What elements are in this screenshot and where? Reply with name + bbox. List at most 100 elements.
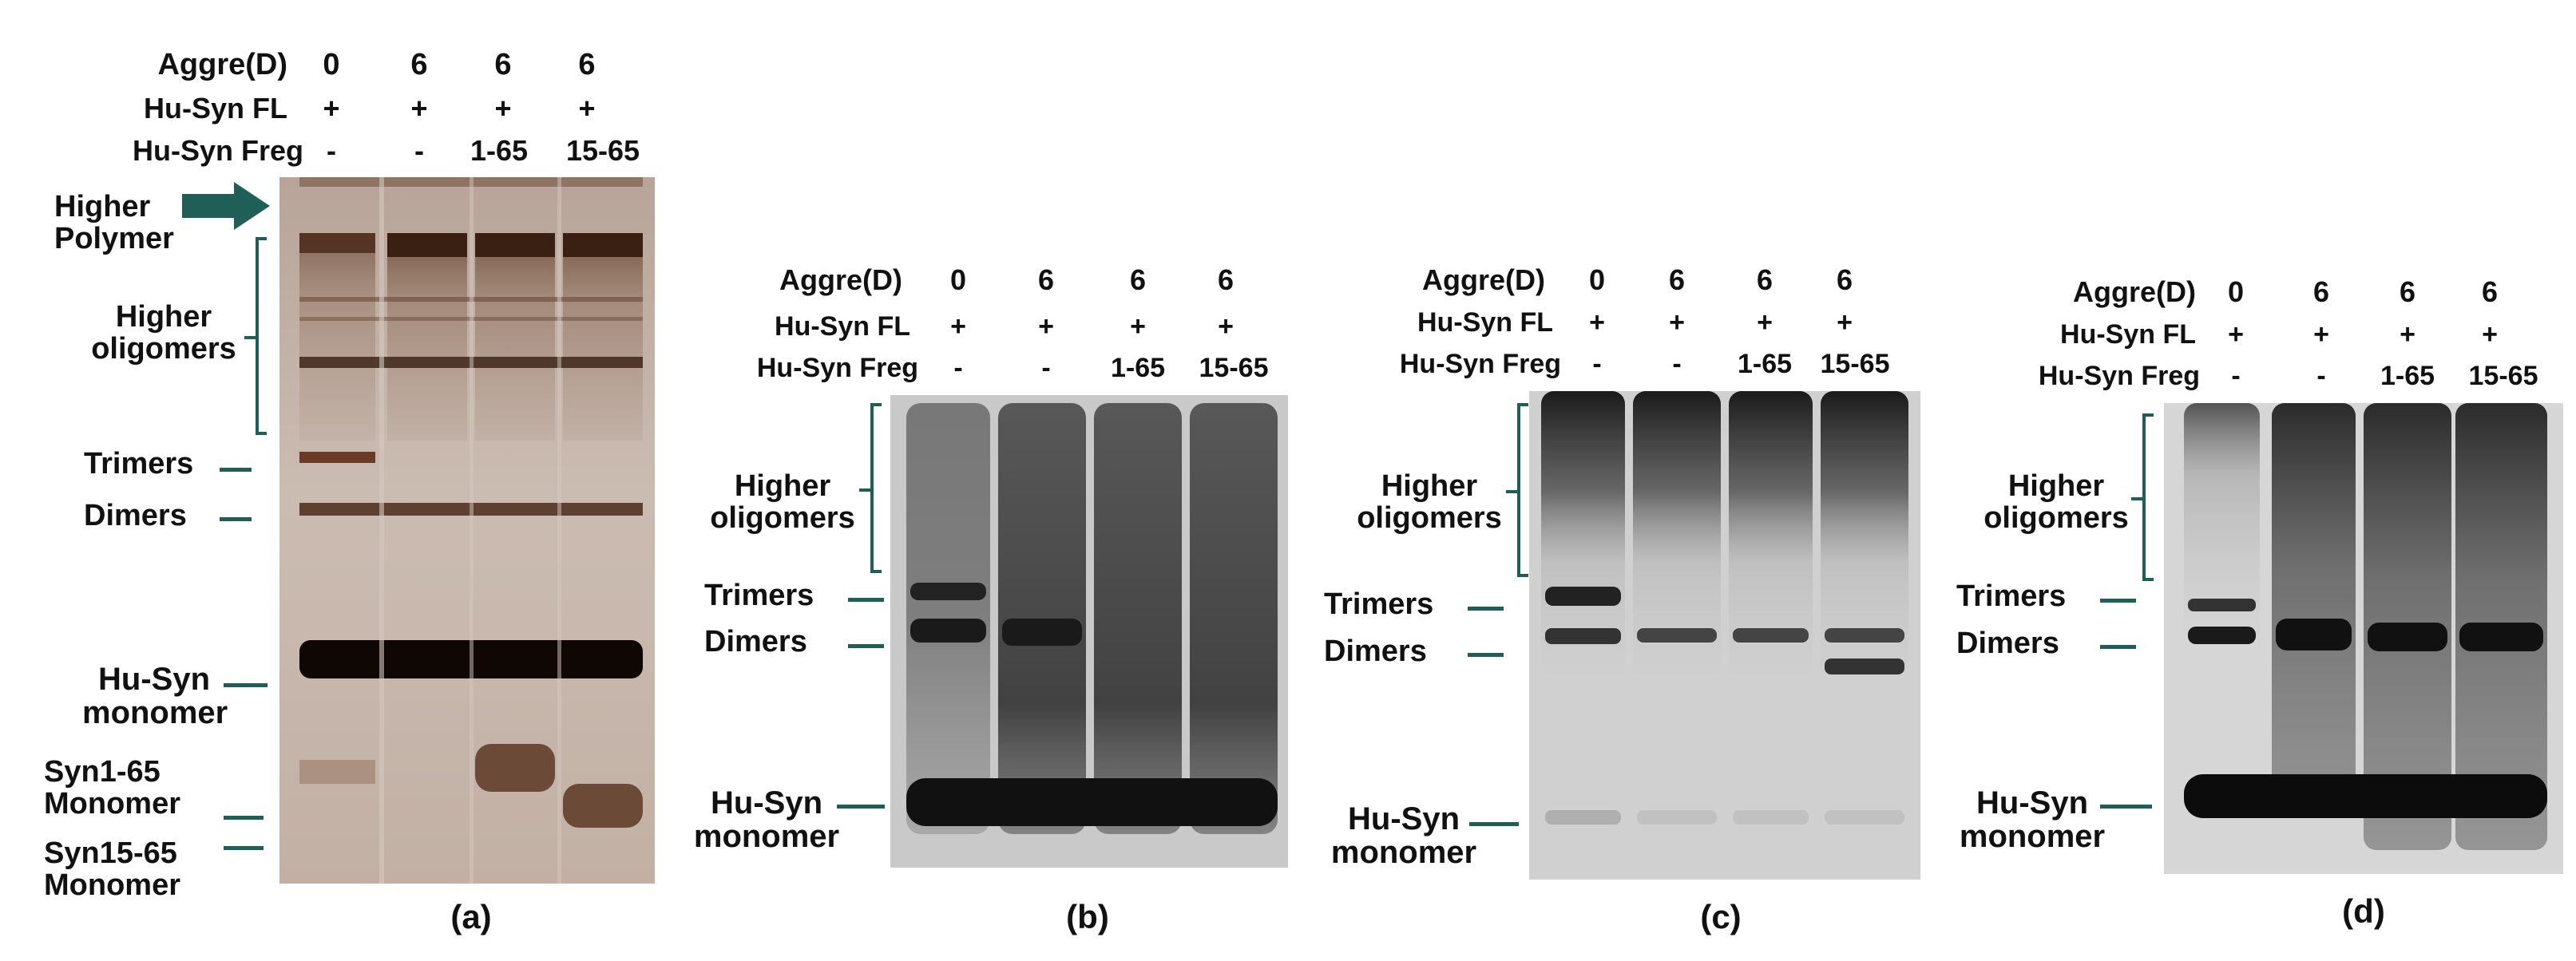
header-freg-lane2: -	[2316, 361, 2326, 391]
header-freg-lane1: -	[953, 353, 963, 383]
label-syn15-65-monomer: Syn15-65 Monomer	[44, 836, 180, 902]
label-higher-oligomers: Higher oligomers	[1357, 469, 1502, 535]
header-aggre-label: Aggre(D)	[1422, 263, 1545, 296]
gel-image-b	[890, 395, 1288, 868]
tick-hu-syn-monomer	[1469, 822, 1519, 826]
label-trimers: Trimers	[704, 579, 814, 612]
gel-image-d	[2164, 403, 2563, 874]
header-aggre-row: Aggre(D) 0 6 6 6	[0, 48, 671, 88]
header-aggre-lane3: 6	[1756, 263, 1773, 296]
header-aggre-lane2: 6	[1037, 263, 1055, 296]
header-aggre-lane2: 6	[2312, 275, 2330, 308]
tick-hu-syn-monomer	[2100, 805, 2152, 809]
header-fl-row: Hu-Syn FL + + + +	[0, 92, 671, 132]
label-hu-syn-monomer: Hu-Syn monomer	[1959, 785, 2106, 854]
header-freg-row: Hu-Syn Freg - - 1-65 15-65	[0, 134, 671, 174]
header-aggre-lane3: 6	[2399, 275, 2416, 308]
gel-a-lanes	[299, 233, 643, 441]
header-freg-lane4: 15-65	[2468, 361, 2538, 391]
caption-c: (c)	[1700, 898, 1742, 935]
tick-trimers	[848, 598, 884, 602]
header-aggre-lane1: 0	[949, 263, 967, 296]
header-aggre-lane4: 6	[578, 48, 596, 81]
header-freg-row: Hu-Syn Freg - - 1-65 15-65	[1302, 349, 1940, 389]
tick-syn1-65-monomer	[224, 816, 264, 820]
header-fl-lane1: +	[323, 92, 340, 125]
header-aggre-row: Aggre(D) 0 6 6 6	[1302, 263, 1940, 303]
header-aggre-label: Aggre(D)	[2073, 275, 2196, 308]
header-freg-label: Hu-Syn Freg	[756, 353, 918, 383]
header-fl-row: Hu-Syn FL + + + +	[671, 311, 1302, 351]
header-fl-lane3: +	[494, 92, 512, 125]
header-fl-lane3: +	[1757, 307, 1773, 338]
label-dimers: Dimers	[84, 499, 187, 532]
header-fl-lane3: +	[1130, 311, 1146, 342]
header-freg-label: Hu-Syn Freg	[2038, 361, 2200, 391]
header-freg-lane1: -	[2231, 361, 2241, 391]
label-dimers: Dimers	[1956, 627, 2059, 660]
header-freg-lane2: -	[414, 134, 424, 167]
header-freg-row: Hu-Syn Freg - - 1-65 15-65	[671, 353, 1302, 393]
header-freg-lane3: 1-65	[2380, 361, 2435, 391]
header-aggre-lane2: 6	[410, 48, 428, 81]
label-higher-oligomers: Higher oligomers	[1984, 469, 2129, 535]
tick-trimers	[1468, 607, 1504, 611]
header-freg-lane4: 15-65	[565, 134, 640, 167]
header-aggre-lane4: 6	[1836, 263, 1853, 296]
header-freg-lane1: -	[327, 134, 336, 167]
header-aggre-lane1: 0	[1588, 263, 1606, 296]
header-fl-lane2: +	[2313, 319, 2329, 350]
label-higher-polymer: Higher Polymer	[54, 190, 174, 255]
bracket-higher-oligomers	[859, 403, 882, 573]
tick-dimers	[220, 517, 252, 521]
label-dimers: Dimers	[1324, 635, 1427, 668]
header-fl-lane4: +	[2482, 319, 2498, 350]
header-fl-lane2: +	[1669, 307, 1685, 338]
header-fl-lane1: +	[2228, 319, 2244, 350]
header-freg-label: Hu-Syn Freg	[1399, 349, 1561, 379]
header-freg-lane3: 1-65	[470, 134, 529, 167]
header-fl-row: Hu-Syn FL + + + +	[1940, 319, 2576, 359]
header-fl-lane2: +	[410, 92, 428, 125]
gel-image-a	[279, 177, 655, 884]
tick-hu-syn-monomer	[837, 805, 885, 809]
caption-b: (b)	[1066, 898, 1109, 935]
label-hu-syn-monomer: Hu-Syn monomer	[82, 662, 228, 730]
header-fl-lane3: +	[2400, 319, 2415, 350]
header-freg-lane2: -	[1041, 353, 1051, 383]
header-fl-label: Hu-Syn FL	[1417, 307, 1553, 338]
header-freg-lane1: -	[1592, 349, 1602, 379]
label-hu-syn-monomer: Hu-Syn monomer	[1330, 801, 1477, 870]
panel-c: Aggre(D) 0 6 6 6 Hu-Syn FL + + + + Hu-Sy…	[1302, 0, 1940, 961]
tick-dimers	[1468, 653, 1504, 657]
header-freg-lane3: 1-65	[1737, 349, 1793, 379]
header-aggre-lane2: 6	[1668, 263, 1686, 296]
header-aggre-lane4: 6	[1217, 263, 1234, 296]
header-aggre-label: Aggre(D)	[779, 263, 902, 296]
header-fl-lane4: +	[1837, 307, 1853, 338]
caption-a: (a)	[450, 898, 492, 935]
tick-dimers	[848, 644, 884, 648]
label-higher-oligomers: Higher oligomers	[91, 300, 236, 366]
header-aggre-lane3: 6	[494, 48, 512, 81]
bracket-higher-oligomers	[1506, 403, 1528, 577]
header-aggre-row: Aggre(D) 0 6 6 6	[671, 263, 1302, 303]
label-trimers: Trimers	[1956, 579, 2067, 613]
header-freg-row: Hu-Syn Freg - - 1-65 15-65	[1940, 361, 2576, 401]
header-fl-lane1: +	[950, 311, 966, 342]
label-trimers: Trimers	[84, 447, 194, 480]
tick-dimers	[2100, 645, 2136, 649]
higher-polymer-arrow-icon	[182, 182, 270, 234]
header-fl-lane2: +	[1038, 311, 1054, 342]
header-fl-lane1: +	[1589, 307, 1605, 338]
header-aggre-lane4: 6	[2481, 275, 2499, 308]
header-aggre-lane1: 0	[323, 48, 340, 81]
header-freg-label: Hu-Syn Freg	[132, 134, 303, 167]
panel-b: Aggre(D) 0 6 6 6 Hu-Syn FL + + + + Hu-Sy…	[671, 0, 1302, 961]
header-aggre-lane1: 0	[2227, 275, 2245, 308]
gel-image-c	[1529, 391, 1920, 880]
bracket-higher-oligomers	[244, 237, 267, 435]
header-fl-lane4: +	[578, 92, 596, 125]
header-fl-row: Hu-Syn FL + + + +	[1302, 307, 1940, 347]
header-fl-label: Hu-Syn FL	[144, 92, 287, 125]
